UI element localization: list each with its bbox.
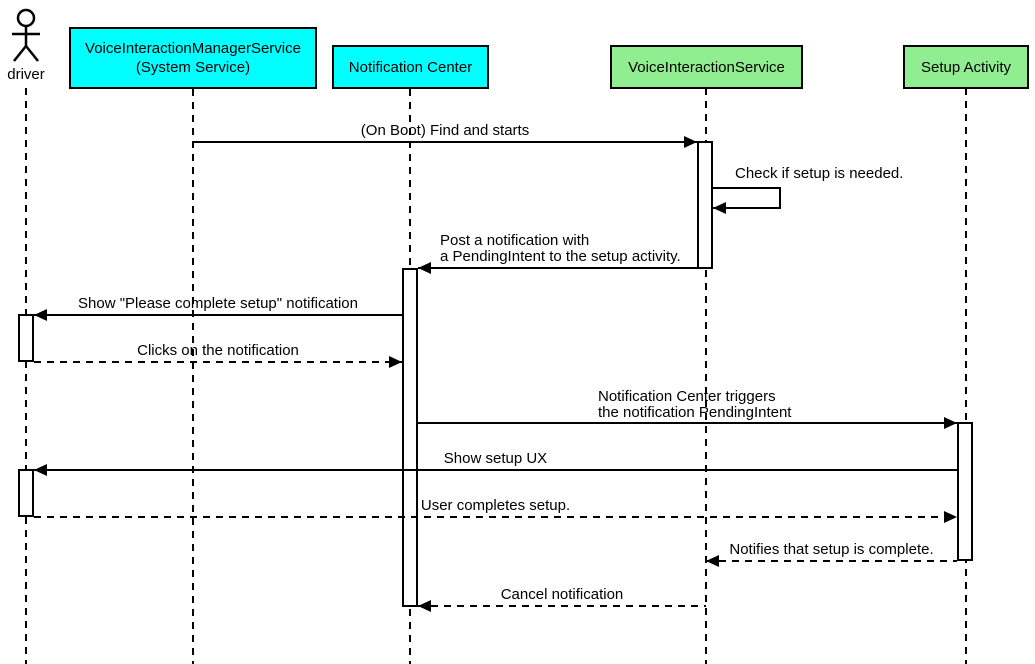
actor-driver: driver xyxy=(0,8,52,83)
arrowhead-left-icon xyxy=(713,202,726,214)
message-line-clicks-notification xyxy=(34,361,402,363)
lifeline-voice-interaction-service xyxy=(705,88,707,664)
message-line-find-and-starts xyxy=(193,141,697,143)
message-line-notifies-setup-complete xyxy=(706,560,957,562)
message-label-notifies-setup-complete: Notifies that setup is complete. xyxy=(729,541,934,558)
message-line-show-setup-notification xyxy=(34,314,402,316)
message-line-cancel-notification xyxy=(418,605,706,607)
actor-icon xyxy=(12,8,40,62)
arrowhead-left-icon xyxy=(418,600,431,612)
lifeline-voice-interaction-manager-service xyxy=(192,89,194,664)
message-line-check-setup-side xyxy=(779,187,781,209)
message-line-triggers-pendingintent xyxy=(418,422,957,424)
message-line-show-setup-ux xyxy=(34,469,957,471)
participant-label: VoiceInteractionManagerService (System S… xyxy=(85,40,301,76)
participant-box-voice-interaction-service: VoiceInteractionService xyxy=(610,45,803,89)
message-label-check-setup: Check if setup is needed. xyxy=(735,165,904,182)
arrowhead-left-icon xyxy=(34,309,47,321)
message-label-user-completes-setup: User completes setup. xyxy=(420,497,571,514)
message-label-clicks-notification: Clicks on the notification xyxy=(137,342,299,359)
activation-bar-voice-interaction-service xyxy=(697,141,713,269)
actor-label-driver: driver xyxy=(7,66,45,83)
participant-label: Setup Activity xyxy=(920,58,1012,76)
message-line-user-completes-setup xyxy=(34,516,957,518)
arrowhead-left-icon xyxy=(418,262,431,274)
message-line-post-notification xyxy=(418,267,697,269)
arrowhead-left-icon xyxy=(706,555,719,567)
arrowhead-right-icon xyxy=(944,417,957,429)
participant-box-voice-interaction-manager-service: VoiceInteractionManagerService (System S… xyxy=(69,27,317,89)
message-label-post-notification: Post a notification with a PendingIntent… xyxy=(440,232,681,265)
participant-label: VoiceInteractionService xyxy=(628,58,785,76)
participant-label: Notification Center xyxy=(348,58,473,76)
lifeline-setup-activity xyxy=(965,88,967,664)
participant-box-notification-center: Notification Center xyxy=(332,45,489,89)
message-label-show-setup-notification: Show "Please complete setup" notificatio… xyxy=(78,295,358,312)
arrowhead-right-icon xyxy=(944,511,957,523)
message-label-triggers-pendingintent: Notification Center triggers the notific… xyxy=(598,388,792,421)
message-label-show-setup-ux: Show setup UX xyxy=(443,450,548,467)
activation-bar-setup-activity xyxy=(957,422,973,561)
message-label-find-and-starts: (On Boot) Find and starts xyxy=(360,122,530,139)
activation-bar-notification-center xyxy=(402,268,418,607)
activation-bar-driver-2 xyxy=(18,469,34,517)
message-line-check-setup-return xyxy=(713,207,781,209)
message-line-check-setup-out xyxy=(713,187,781,189)
participant-box-setup-activity: Setup Activity xyxy=(903,45,1029,89)
activation-bar-driver-1 xyxy=(18,314,34,362)
message-label-cancel-notification: Cancel notification xyxy=(500,586,624,603)
arrowhead-right-icon xyxy=(389,356,402,368)
lifeline-driver xyxy=(25,88,27,664)
arrowhead-left-icon xyxy=(34,464,47,476)
arrowhead-right-icon xyxy=(684,136,697,148)
